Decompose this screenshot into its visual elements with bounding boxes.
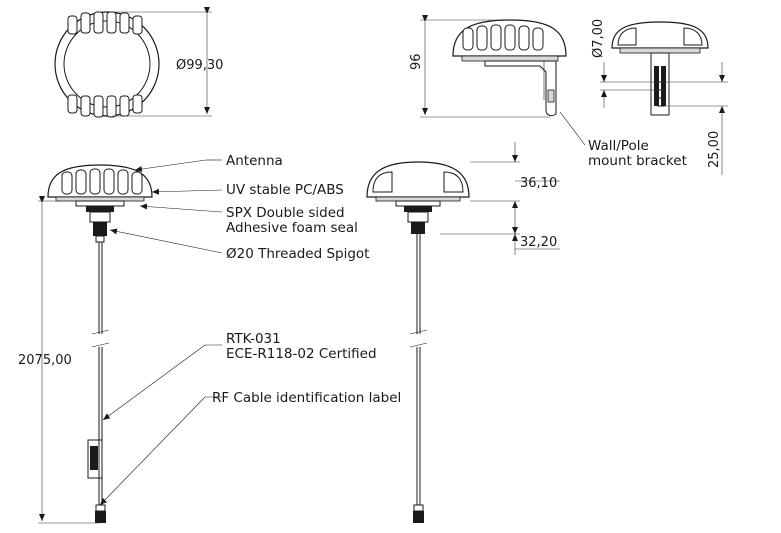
callout-bracket-2: mount bracket [588,153,687,169]
callout-spigot: Ø20 Threaded Spigot [226,246,369,262]
callout-spx-1: SPX Double sided [226,205,345,221]
callout-leaders [99,159,223,506]
dim-height: 96 [409,53,424,70]
dim-dome-height: 36,10 [520,176,557,191]
main-side-view [38,164,153,524]
callout-bracket-1: Wall/Pole [588,138,649,154]
side-view-bracket [420,15,586,146]
callout-rtk-1: RTK-031 [226,331,281,347]
top-view [54,7,212,118]
dim-cable-length: 2075,00 [18,353,72,368]
top-view-slots-lower [67,94,143,118]
dim-diameter: Ø99,30 [176,58,223,73]
dim-hole-dia: Ø7,00 [591,19,606,58]
front-view-bracket [600,21,728,175]
front-view-cable [366,142,560,523]
dim-bracket-h: 25,00 [707,131,722,168]
dim-spigot-length: 32,20 [520,235,557,250]
top-view-slots-upper [67,11,143,35]
callout-rtk-2: ECE-R118-02 Certified [226,346,377,362]
callout-uv-stable: UV stable PC/ABS [226,182,344,198]
callout-antenna: Antenna [226,153,283,169]
callout-spx-2: Adhesive foam seal [226,220,358,236]
callout-rf-label: RF Cable identification label [212,390,401,406]
